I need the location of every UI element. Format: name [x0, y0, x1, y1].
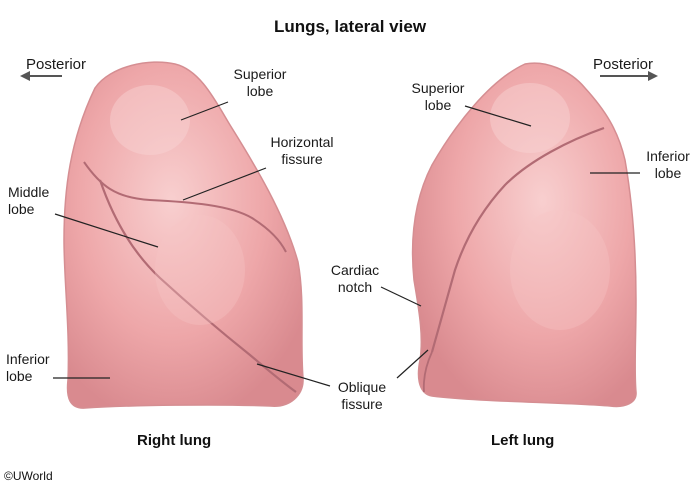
copyright-text: ©UWorld	[4, 469, 53, 483]
left-superior-lobe-line2: lobe	[424, 97, 452, 113]
right-inferior-lobe-line1: Inferior	[6, 351, 50, 367]
oblique-fissure-line1: Oblique	[337, 379, 387, 395]
diagram-title: Lungs, lateral view	[273, 17, 427, 36]
horizontal-fissure-line1: Horizontal	[270, 134, 334, 150]
cardiac-notch-line2: notch	[337, 279, 373, 295]
horizontal-fissure-label: Horizontal fissure	[258, 134, 346, 168]
left-inferior-lobe-label: Inferior lobe	[640, 148, 696, 182]
middle-lobe-label: Middle lobe	[8, 184, 49, 218]
left-inferior-lobe-line2: lobe	[654, 165, 682, 181]
right-lung-caption: Right lung	[137, 432, 212, 449]
horizontal-fissure-line2: fissure	[281, 151, 323, 167]
middle-lobe-line2: lobe	[8, 201, 35, 217]
leader-lines	[53, 101, 640, 387]
oblique-fissure-line2: fissure	[341, 396, 383, 412]
posterior-label-left: Posterior	[26, 56, 87, 73]
posterior-arrow-right	[600, 71, 658, 81]
right-superior-lobe-line2: lobe	[246, 83, 274, 99]
right-superior-lobe-line1: Superior	[233, 66, 287, 82]
oblique-fissure-label: Oblique fissure	[330, 379, 394, 413]
right-lung-shape	[63, 61, 304, 409]
left-lung-caption: Left lung	[491, 432, 555, 449]
right-inferior-lobe-label: Inferior lobe	[6, 351, 50, 385]
left-superior-lobe-line1: Superior	[411, 80, 465, 96]
left-inferior-lobe-line1: Inferior	[646, 148, 690, 164]
right-inferior-lobe-line2: lobe	[6, 368, 33, 384]
cardiac-notch-line1: Cardiac	[330, 262, 380, 278]
posterior-arrow-left	[20, 71, 62, 81]
cardiac-notch-label: Cardiac notch	[324, 262, 386, 296]
posterior-label-right: Posterior	[593, 56, 654, 73]
right-superior-lobe-label: Superior lobe	[226, 66, 294, 100]
middle-lobe-line1: Middle	[8, 184, 50, 200]
left-superior-lobe-label: Superior lobe	[404, 80, 472, 114]
left-lung-shape	[411, 62, 637, 408]
